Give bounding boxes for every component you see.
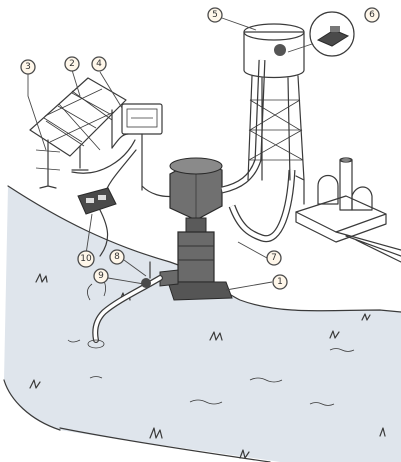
callout-3-label: 3 [25, 62, 31, 72]
callout-2: 2 [65, 57, 79, 71]
callout-5: 5 [208, 8, 222, 22]
switch-box [78, 188, 116, 214]
callout-10-label: 10 [80, 254, 92, 264]
discharge-pipe [222, 60, 292, 239]
solar-panel [30, 78, 126, 188]
callout-4: 4 [92, 57, 106, 71]
callout-2-label: 2 [69, 59, 75, 69]
callout-1-label: 1 [277, 277, 283, 287]
callout-7: 7 [267, 251, 281, 265]
callout-7-label: 7 [271, 253, 277, 263]
irrigation-station [296, 158, 401, 262]
pump [160, 158, 232, 300]
callout-4-label: 4 [96, 59, 102, 69]
callout-10: 10 [78, 251, 94, 267]
callout-5-label: 5 [212, 10, 218, 20]
callout-9: 9 [94, 269, 108, 283]
callout-3: 3 [21, 60, 35, 74]
callout-1: 1 [273, 275, 287, 289]
callout-6-label: 6 [369, 10, 375, 20]
callout-6: 6 [365, 8, 379, 22]
level-sensor-detail [288, 12, 354, 56]
callout-8: 8 [110, 250, 124, 264]
callout-8-label: 8 [114, 252, 120, 262]
water-tower [244, 24, 304, 180]
controller [122, 104, 162, 190]
callout-9-label: 9 [98, 271, 104, 281]
